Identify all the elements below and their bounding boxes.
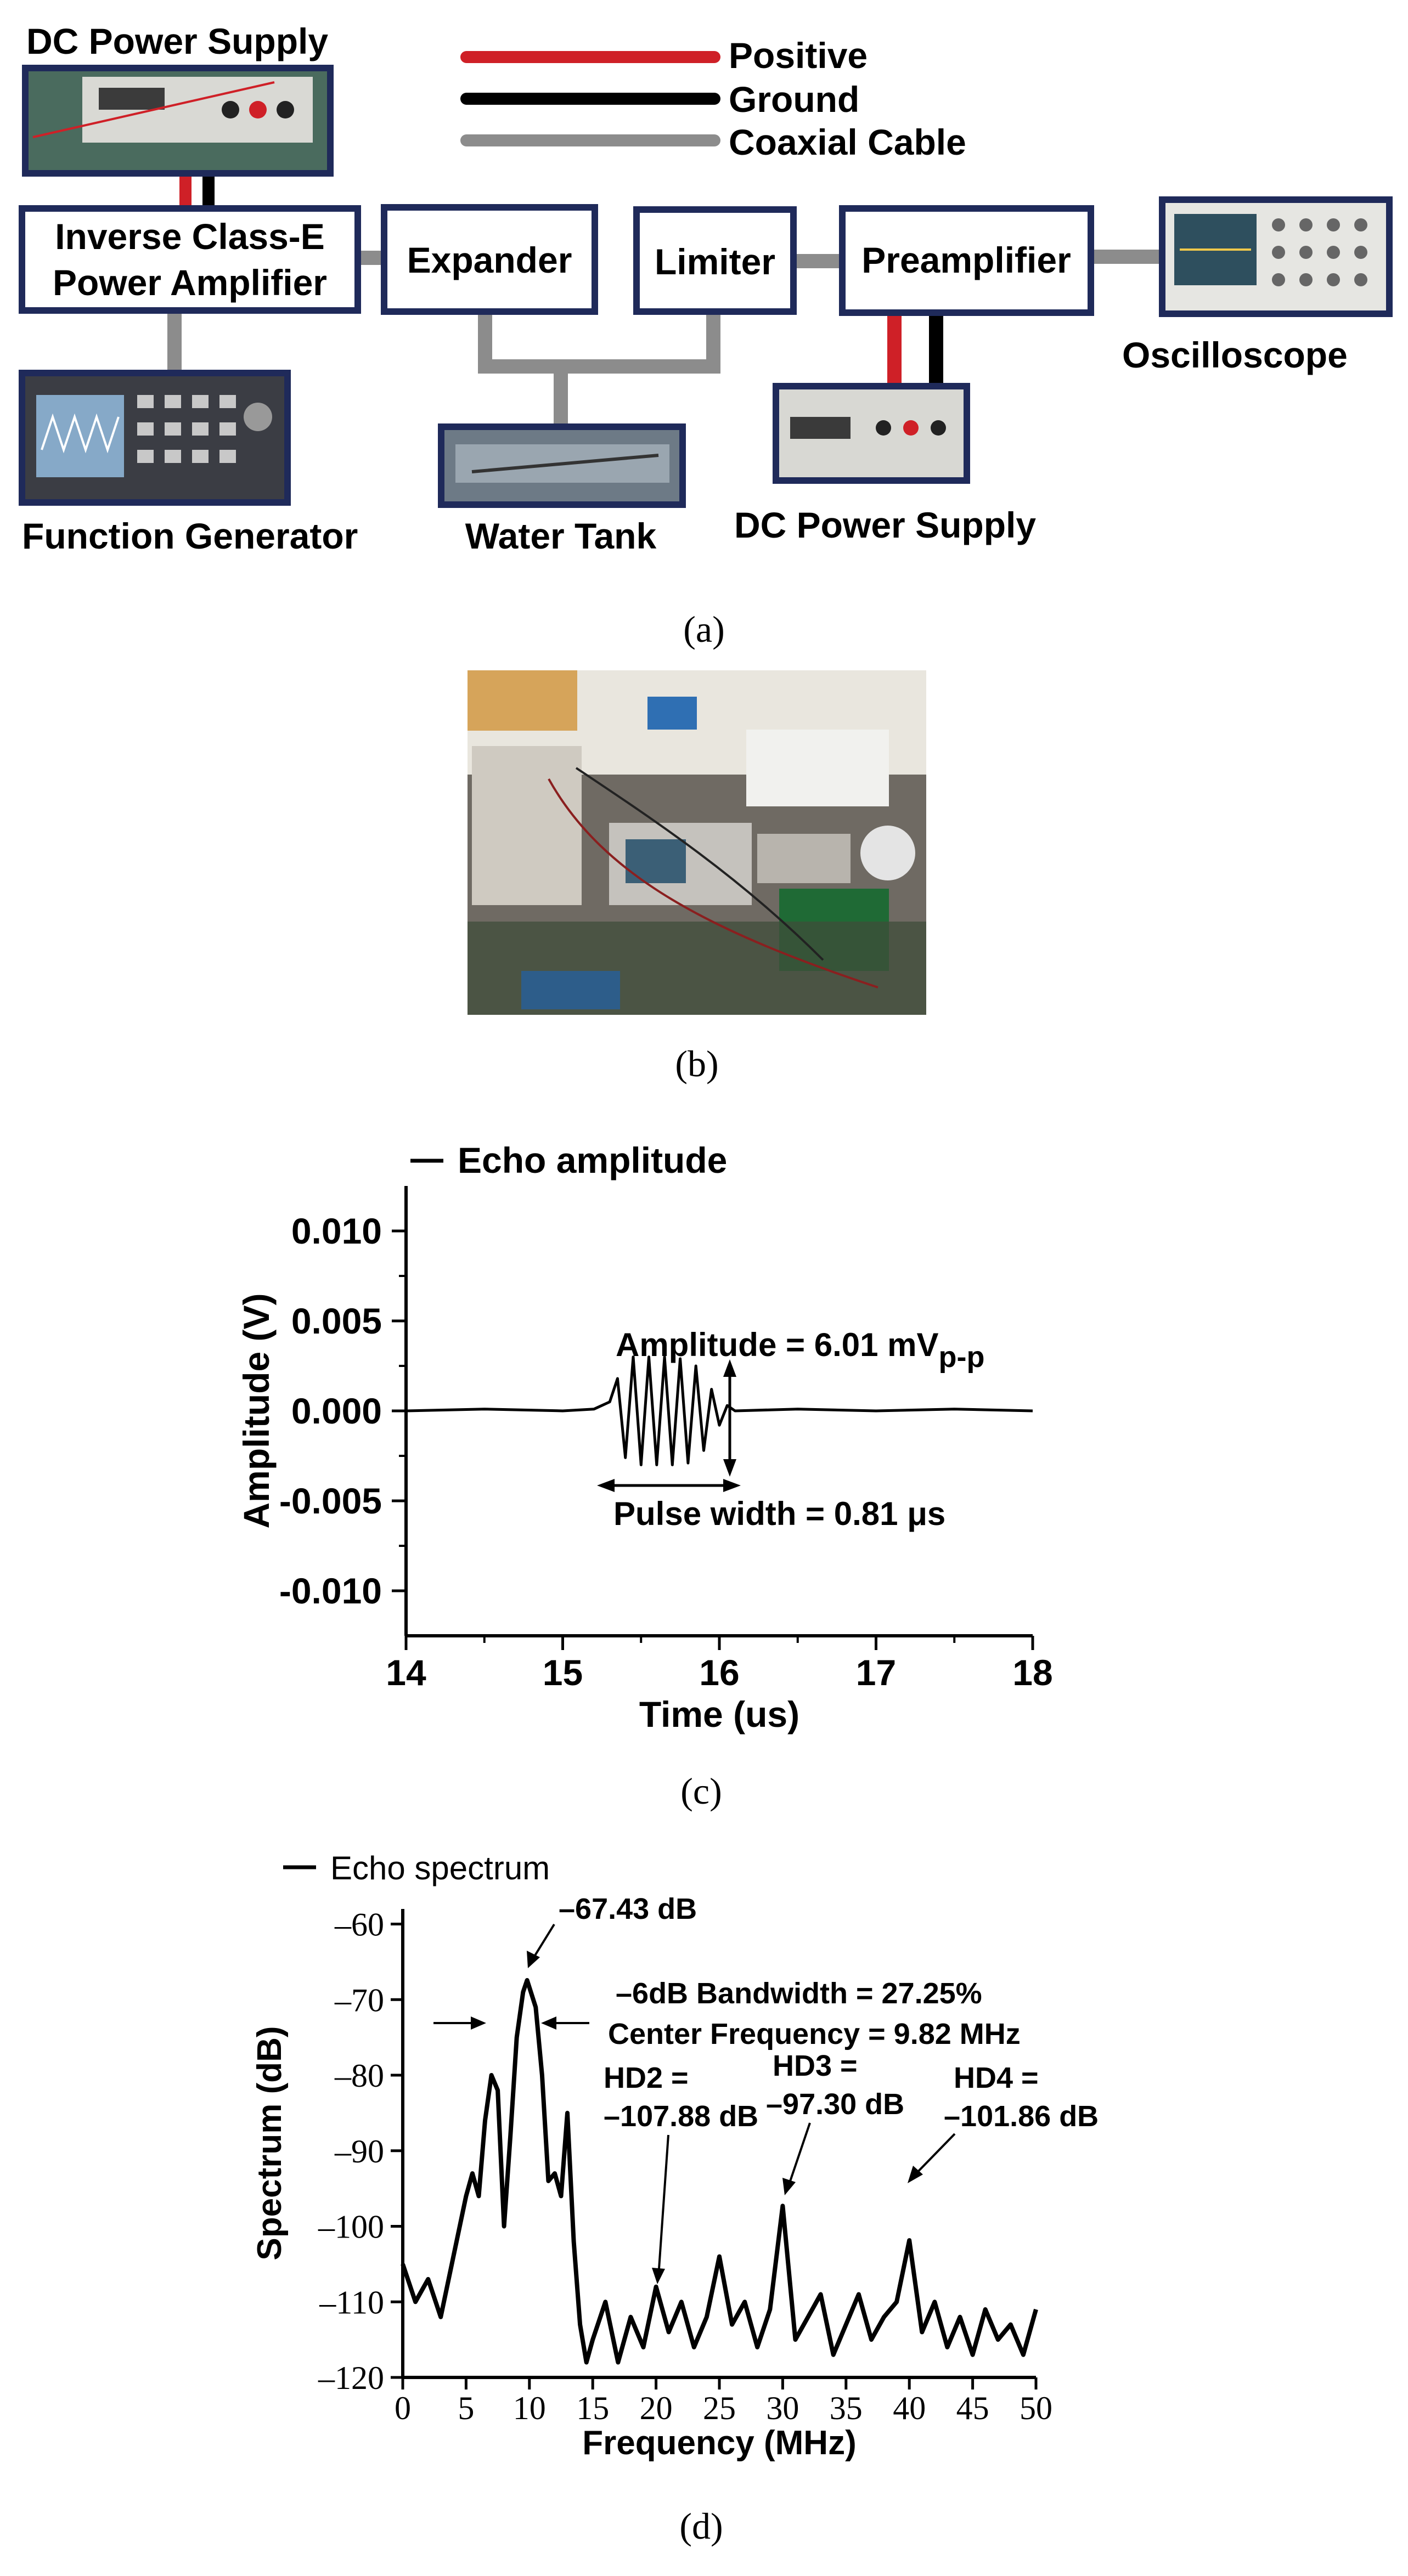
pulse-width-arrow-head-right <box>723 1479 741 1492</box>
hd2-arrow <box>657 2134 669 2277</box>
bandwidth-arrow-left-head <box>471 2016 486 2030</box>
amplifier-line1: Inverse Class-E <box>55 216 325 257</box>
y-tick-label: 0.000 <box>291 1391 382 1431</box>
legend-coax-label: Coaxial Cable <box>729 122 966 162</box>
annotation-hd4-label: HD4 = <box>954 2061 1039 2094</box>
annotation-hd4-value: –101.86 dB <box>944 2100 1099 2133</box>
annotation-amplitude-sub: p-p <box>939 1341 985 1374</box>
bandwidth-arrow-right-head <box>541 2016 556 2030</box>
y-tick-label: 0.005 <box>291 1301 382 1341</box>
annotation-bandwidth: –6dB Bandwidth = 27.25% <box>616 1977 982 2010</box>
x-tick-label: 40 <box>893 2390 926 2426</box>
x-tick-label: 17 <box>856 1652 896 1693</box>
x-tick-label: 15 <box>543 1652 583 1693</box>
caption-b: (b) <box>675 1043 718 1084</box>
annotation-hd2-value: –107.88 dB <box>604 2100 758 2133</box>
hd4-arrow <box>912 2133 956 2178</box>
connections <box>167 171 1162 429</box>
dc-power-supply-top-photo <box>22 65 334 177</box>
x-tick-label: 30 <box>766 2390 799 2426</box>
annotation-amplitude: Amplitude = 6.01 mVp-p <box>616 1326 984 1374</box>
amplitude-arrow-head-up <box>723 1359 736 1377</box>
limiter-label: Limiter <box>655 241 775 282</box>
y-tick-label: –100 <box>318 2209 384 2245</box>
y-tick-label: –120 <box>318 2360 384 2396</box>
expander-label: Expander <box>407 240 572 280</box>
lab-setup-photo <box>468 670 926 1015</box>
wire-legend: Positive Ground Coaxial Cable <box>460 35 966 162</box>
dc-power-supply-top-label: DC Power Supply <box>26 21 328 61</box>
water-tank-photo <box>438 423 686 508</box>
series-line <box>401 1978 1038 2365</box>
panel-a: Positive Ground Coaxial Cable DC Power S… <box>19 21 1393 650</box>
x-tick-label: 18 <box>1012 1652 1052 1693</box>
x-tick-label: 0 <box>395 2390 411 2426</box>
annotation-amplitude-main: Amplitude = 6.01 mV <box>616 1326 939 1363</box>
annotation-hd2-label: HD2 = <box>604 2061 689 2094</box>
x-tick-label: 16 <box>699 1652 739 1693</box>
function-generator-label: Function Generator <box>22 516 358 556</box>
x-tick-label: 45 <box>956 2390 989 2426</box>
hd3-arrow-head <box>782 2178 796 2195</box>
preamplifier-block: Preamplifier <box>839 205 1094 316</box>
x-axis-label: Time (us) <box>639 1694 799 1735</box>
dc-power-supply-bottom-label: DC Power Supply <box>734 505 1036 545</box>
hd3-arrow <box>787 2122 811 2188</box>
legend-label: Echo spectrum <box>330 1850 550 1886</box>
y-tick-label: –70 <box>334 1982 384 2018</box>
x-tick-label: 15 <box>576 2390 609 2426</box>
x-axis-label: Frequency (MHz) <box>582 2424 856 2462</box>
x-tick-label: 10 <box>513 2390 546 2426</box>
y-tick-label: –80 <box>334 2058 384 2094</box>
limiter-block: Limiter <box>633 206 797 315</box>
amplifier-block: Inverse Class-E Power Amplifier <box>19 205 361 314</box>
preamplifier-label: Preamplifier <box>861 240 1071 280</box>
x-tick-label: 50 <box>1020 2390 1052 2426</box>
dc-power-supply-bottom-photo <box>773 383 970 484</box>
caption-d: (d) <box>679 2505 723 2547</box>
pulse-width-arrow-head-left <box>597 1479 615 1492</box>
y-tick-label: –90 <box>334 2133 384 2170</box>
chart-d: 0 5 10 15 20 25 30 35 40 45 50 –60 –70 –80 –90 –100 –110… <box>251 1850 1052 2462</box>
annotation-hd3-value: –97.30 dB <box>766 2088 904 2121</box>
amplitude-arrow-head-down <box>723 1459 736 1477</box>
x-tick-label: 35 <box>830 2390 863 2426</box>
x-tick-label: 20 <box>640 2390 673 2426</box>
hd2-arrow-head <box>652 2268 665 2284</box>
peak-arrow-head <box>527 1951 540 1968</box>
annotation-hd3-label: HD3 = <box>773 2049 858 2082</box>
oscilloscope-label: Oscilloscope <box>1122 335 1348 375</box>
y-axis-label: Spectrum (dB) <box>251 2026 289 2260</box>
y-axis-label: Amplitude (V) <box>236 1293 277 1529</box>
x-tick-label: 5 <box>458 2390 474 2426</box>
amplifier-line2: Power Amplifier <box>53 262 327 303</box>
x-tick-label: 14 <box>386 1652 426 1693</box>
y-tick-label: –110 <box>319 2284 384 2320</box>
function-generator-photo <box>19 370 291 506</box>
legend-ground-label: Ground <box>729 79 859 120</box>
expander-block: Expander <box>381 204 598 315</box>
panel-d: (d) –67.43 dB –6dB Bandwidth = 27.25% Ce… <box>251 1850 1099 2547</box>
series-line <box>405 1355 1033 1466</box>
panel-b: (b) <box>468 670 926 1084</box>
y-tick-label: -0.010 <box>279 1571 382 1611</box>
y-tick-label: 0.010 <box>291 1211 382 1251</box>
y-tick-label: -0.005 <box>279 1481 382 1521</box>
legend-label: Echo amplitude <box>458 1140 727 1180</box>
x-tick-label: 25 <box>703 2390 736 2426</box>
water-tank-label: Water Tank <box>465 516 657 556</box>
oscilloscope-photo <box>1159 196 1393 317</box>
caption-a: (a) <box>683 608 724 650</box>
tank-cable <box>478 310 720 374</box>
annotation-peak: –67.43 dB <box>559 1893 697 1925</box>
chart-c: 14 15 16 17 18 0.010 0.005 0.000 -0.005 -0.010Tim… <box>236 1140 1053 1735</box>
annotation-pulse-width: Pulse width = 0.81 μs <box>613 1495 945 1532</box>
panel-c: (c) Amplitude = 6.01 mVp-p Pulse width =… <box>236 1140 1053 1812</box>
legend-positive-label: Positive <box>729 35 868 76</box>
caption-c: (c) <box>680 1770 722 1812</box>
annotation-center-frequency: Center Frequency = 9.82 MHz <box>608 2018 1021 2050</box>
hd4-arrow-head <box>908 2166 923 2183</box>
y-tick-label: –60 <box>334 1907 384 1943</box>
